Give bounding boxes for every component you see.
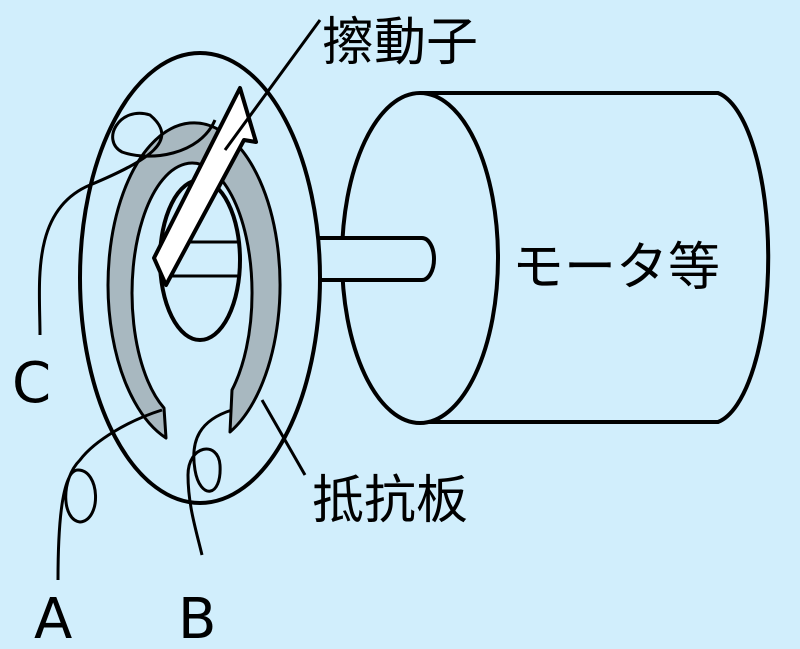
label-terminal-a: A (34, 587, 72, 649)
label-terminal-b: B (178, 587, 216, 649)
resistor-plate-track (106, 121, 282, 440)
label-resistor-plate: 抵抗板 (312, 471, 468, 531)
wire-terminal-a (56, 408, 163, 581)
wire-terminal-c (37, 111, 217, 336)
wiper-leader-line (223, 19, 322, 151)
wire-terminal-b (186, 408, 233, 556)
label-terminal-c: C (12, 351, 51, 416)
label-motor: モータ等 (512, 238, 720, 298)
motor-body-outline (420, 91, 771, 424)
wiper-contact (152, 86, 258, 287)
resistor-leader-line (260, 399, 307, 476)
motor-cylinder (340, 91, 771, 425)
label-wiper: 擦動子 (322, 13, 478, 73)
